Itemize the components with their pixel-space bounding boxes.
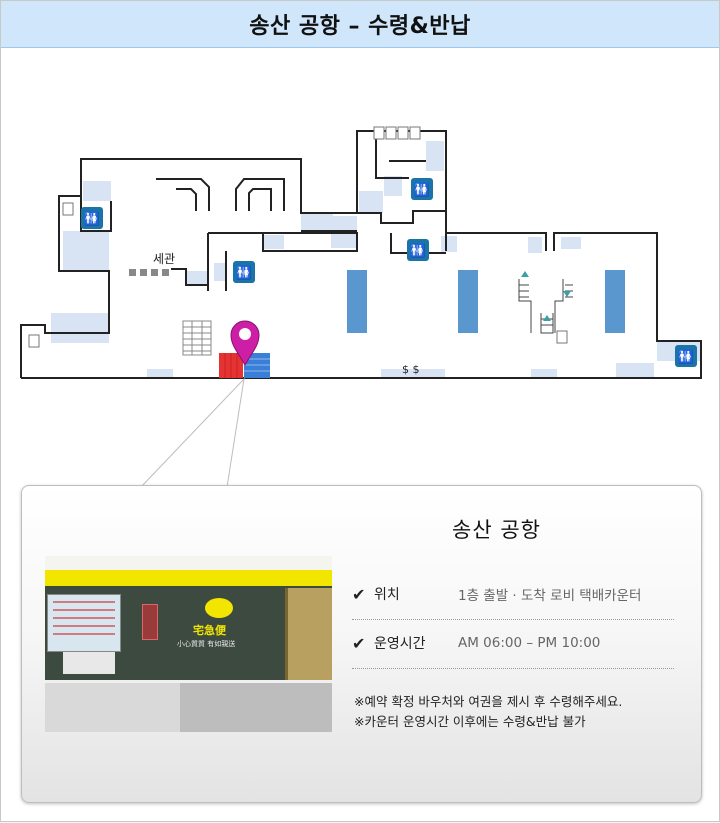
page-title: 송산 공항 – 수령&반납 xyxy=(249,14,471,39)
divider xyxy=(352,619,674,620)
note-line: ※예약 확정 바우처와 여권을 제시 후 수령해주세요. xyxy=(354,694,623,709)
airport-name: 송산 공항 xyxy=(452,518,541,542)
svg-text:🚻: 🚻 xyxy=(84,211,100,227)
info-card: 宅急便 小心質質 有如親送 송산 공항 ✔ 위치 1층 출발 · 도착 로비 택… xyxy=(21,485,702,803)
location-label: 위치 xyxy=(374,587,400,603)
notes: ※예약 확정 바우처와 여권을 제시 후 수령해주세요. ※카운터 운영시간 이… xyxy=(354,692,622,732)
floor-map-svg: 세관 xyxy=(20,126,702,379)
check-icon: ✔ xyxy=(352,633,366,653)
svg-text:🚻: 🚻 xyxy=(414,182,430,198)
hours-row: ✔ 운영시간 AM 06:00 – PM 10:00 xyxy=(352,631,600,655)
shaded-areas xyxy=(51,141,701,378)
customs-label: 세관 xyxy=(153,252,175,266)
location-value: 1층 출발 · 도착 로비 택배카운터 xyxy=(458,588,642,604)
svg-text:🚻: 🚻 xyxy=(678,349,694,365)
counter-red-lines xyxy=(224,353,238,378)
check-icon: ✔ xyxy=(352,584,366,604)
restroom-icon: 🚻 xyxy=(81,207,103,229)
hours-label: 운영시간 xyxy=(374,636,426,652)
note-line: ※카운터 운영시간 이후에는 수령&반납 불가 xyxy=(354,714,586,729)
photo-slogan-text: 小心質質 有如親送 xyxy=(177,640,236,648)
customs-marker xyxy=(129,269,169,276)
map-pin-icon[interactable] xyxy=(230,320,260,367)
restroom-icon: 🚻 xyxy=(411,178,433,200)
facility-icons xyxy=(28,126,568,348)
currency-exchange-label: $ $ xyxy=(402,363,420,376)
restroom-icon: 🚻 xyxy=(233,261,255,283)
counter-photo: 宅急便 小心質質 有如親送 xyxy=(45,556,332,732)
walls xyxy=(20,130,702,379)
location-row: ✔ 위치 1층 출발 · 도착 로비 택배카운터 xyxy=(352,582,641,606)
page-header: 송산 공항 – 수령&반납 xyxy=(1,1,719,48)
photo-brand-text: 宅急便 xyxy=(193,624,226,637)
stair-arrows xyxy=(521,271,571,321)
restroom-icon: 🚻 xyxy=(407,239,429,261)
svg-text:🚻: 🚻 xyxy=(410,243,426,259)
escalator xyxy=(182,320,212,356)
hours-value: AM 06:00 – PM 10:00 xyxy=(458,635,601,651)
restroom-icon: 🚻 xyxy=(675,345,697,367)
pillars xyxy=(347,270,625,333)
svg-text:🚻: 🚻 xyxy=(236,265,252,281)
divider xyxy=(352,668,674,669)
stairs xyxy=(518,279,573,334)
floor-map: 세관 xyxy=(1,111,720,391)
